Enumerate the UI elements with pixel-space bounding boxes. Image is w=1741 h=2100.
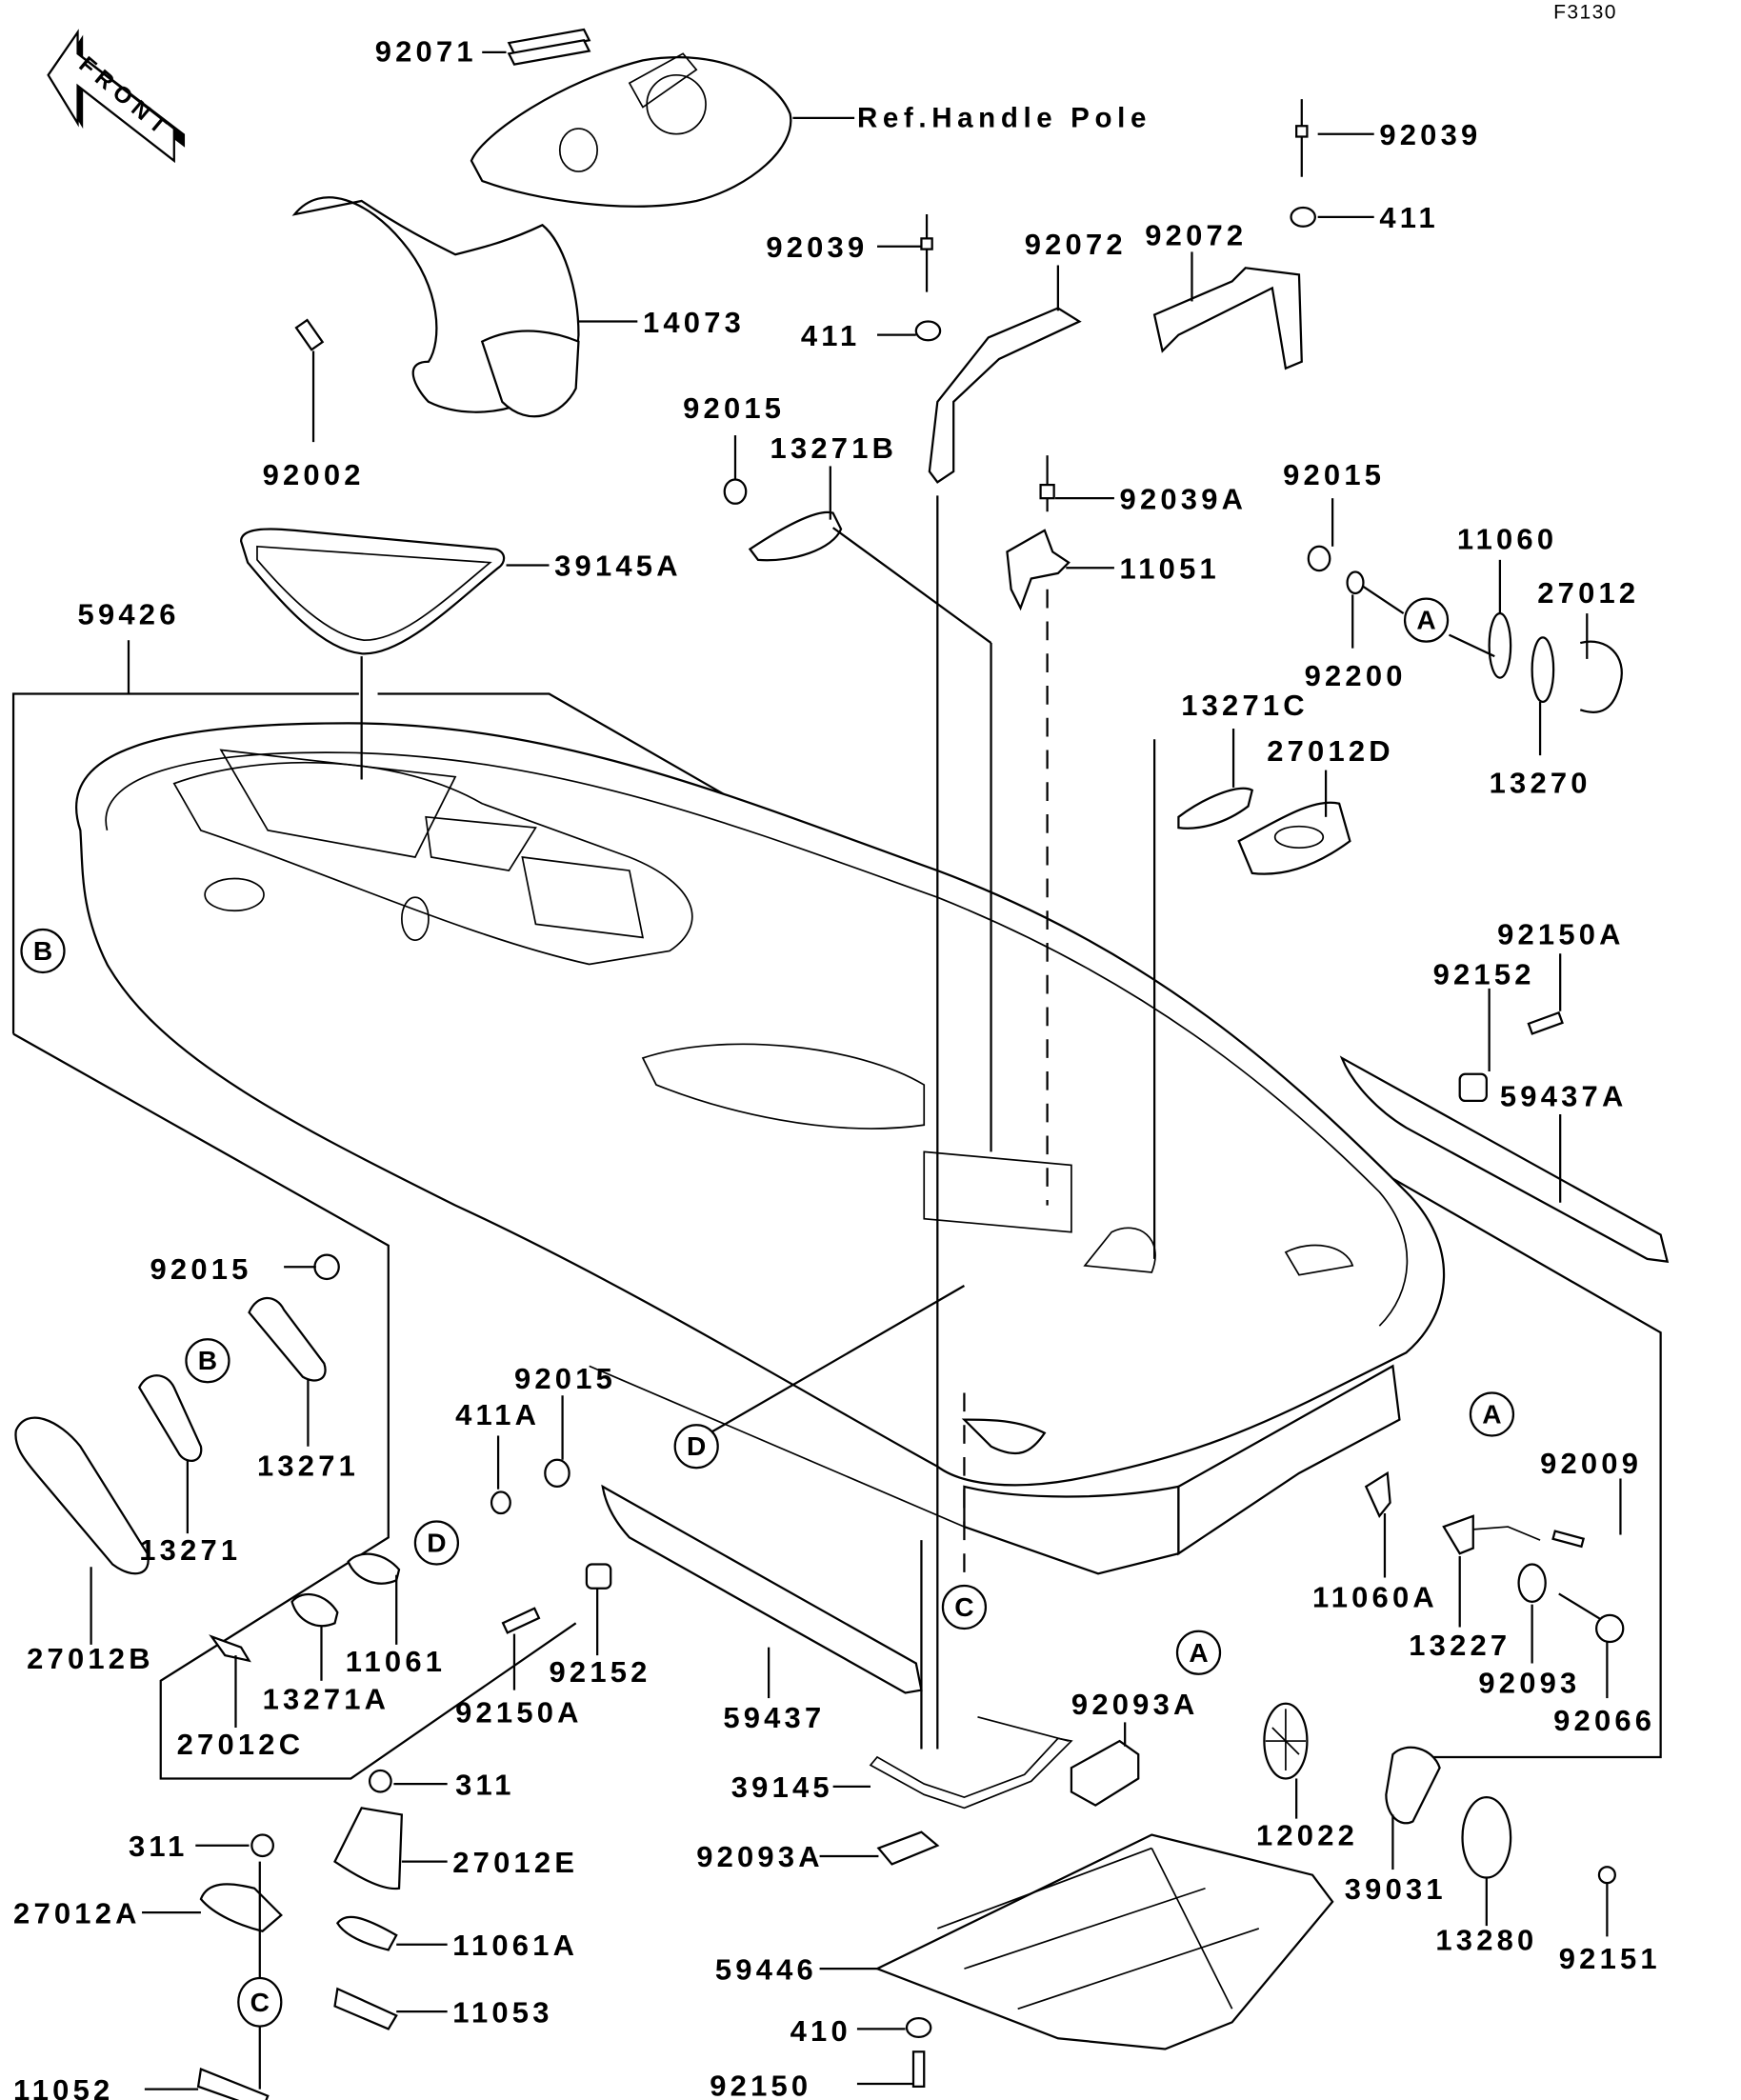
hardware (14, 99, 1670, 2100)
leader-lines (90, 50, 1622, 2090)
svg-text:A: A (1482, 1399, 1501, 1429)
part-label-27012B: 27012B (27, 1642, 154, 1675)
callout-c-bottom-left: C (237, 1976, 283, 2028)
part-label-92015: 92015 (150, 1252, 251, 1286)
part-label-92152: 92152 (1433, 958, 1535, 991)
svg-text:A: A (1416, 606, 1435, 635)
part-label-12022: 12022 (1256, 1819, 1358, 1852)
part-label-311: 311 (455, 1768, 515, 1801)
callout-b-left: B (185, 1338, 230, 1384)
part-label-92066: 92066 (1553, 1704, 1655, 1737)
part-label-411A: 411A (455, 1398, 540, 1431)
callout-a-bottom: A (1175, 1630, 1222, 1675)
part-label-411: 411 (1379, 201, 1439, 234)
part-label-92150: 92150 (710, 2070, 811, 2100)
reference-note-handle-pole: Ref.Handle Pole (857, 103, 1151, 134)
part-label-92150A: 92150A (1497, 917, 1625, 950)
part-label-92093: 92093 (1478, 1666, 1580, 1699)
svg-text:A: A (1189, 1638, 1208, 1668)
part-label-13280: 13280 (1435, 1923, 1537, 1956)
part-label-92200: 92200 (1305, 659, 1407, 692)
part-label-27012C: 27012C (177, 1728, 305, 1761)
part-label-92151: 92151 (1559, 1942, 1661, 1975)
callout-a-right: A (1469, 1391, 1515, 1437)
part-labels: 92071 14073 92002 92039 92039 92072 92072 411 41… (13, 35, 1661, 2100)
part-label-13271: 13271 (257, 1450, 359, 1483)
part-label-92150A: 92150A (455, 1695, 583, 1729)
front-arrow-icon: FRONT (47, 29, 186, 164)
part-label-92015: 92015 (683, 391, 785, 425)
cover-14073 (291, 196, 580, 418)
part-label-92002: 92002 (263, 458, 365, 491)
part-label-92009: 92009 (1540, 1447, 1642, 1480)
part-label-11060: 11060 (1457, 523, 1557, 556)
part-label-92071: 92071 (375, 35, 477, 69)
part-label-92015: 92015 (1283, 458, 1385, 491)
part-label-27012D: 27012D (1267, 734, 1394, 768)
svg-text:D: D (687, 1431, 706, 1461)
part-label-411: 411 (801, 319, 861, 352)
part-label-311: 311 (129, 1830, 189, 1863)
part-label-14073: 14073 (643, 306, 745, 339)
part-label-13271A: 13271A (263, 1682, 390, 1715)
part-label-92072: 92072 (1025, 228, 1127, 261)
part-label-92039A: 92039A (1120, 482, 1248, 515)
svg-text:C: C (250, 1988, 270, 2017)
part-label-13270: 13270 (1490, 767, 1591, 800)
part-label-59446: 59446 (715, 1952, 817, 1986)
hull-59426 (74, 722, 1446, 1575)
part-label-410: 410 (790, 2014, 851, 2048)
callout-c-center: C (941, 1584, 988, 1630)
part-label-59426: 59426 (78, 597, 180, 630)
part-label-92039: 92039 (766, 230, 868, 264)
part-label-27012: 27012 (1537, 576, 1639, 610)
callout-b-hull: B (20, 928, 66, 974)
callout-d-left: D (413, 1520, 460, 1566)
part-label-92039: 92039 (1379, 118, 1481, 151)
part-label-92072: 92072 (1145, 218, 1247, 251)
part-label-59437: 59437 (723, 1701, 825, 1734)
figure-id: F3130 (1553, 2, 1617, 24)
part-label-27012A: 27012A (13, 1896, 141, 1930)
callouts: A A A B B C C D D (20, 597, 1515, 2028)
grip-92071 (507, 28, 591, 66)
hull-group-outline (11, 640, 1662, 1780)
part-label-11053: 11053 (452, 1995, 552, 2029)
part-label-39031: 39031 (1345, 1872, 1447, 1906)
part-label-11061: 11061 (346, 1645, 446, 1678)
callout-d-center: D (673, 1424, 719, 1470)
handle-pole-base (470, 52, 792, 208)
part-label-11061A: 11061A (452, 1929, 578, 1962)
part-label-92093A: 92093A (1071, 1688, 1199, 1721)
svg-text:B: B (33, 936, 52, 966)
part-label-39145A: 39145A (554, 550, 682, 583)
part-label-27012E: 27012E (452, 1846, 578, 1879)
callout-a-top: A (1403, 597, 1450, 643)
part-label-11051: 11051 (1120, 552, 1220, 586)
part-label-59437A: 59437A (1500, 1080, 1628, 1113)
part-label-92093A: 92093A (696, 1840, 824, 1873)
part-label-13271C: 13271C (1181, 689, 1309, 722)
part-label-11052: 11052 (13, 2073, 113, 2100)
part-label-92152: 92152 (550, 1655, 651, 1689)
part-label-13271B: 13271B (770, 431, 898, 465)
front-label: FRONT (74, 51, 176, 143)
part-label-11060A: 11060A (1312, 1580, 1438, 1613)
part-label-13227: 13227 (1409, 1629, 1511, 1662)
svg-text:B: B (198, 1346, 217, 1375)
part-label-13271: 13271 (139, 1533, 241, 1567)
part-label-39145: 39145 (731, 1770, 833, 1804)
svg-text:C: C (954, 1592, 973, 1622)
svg-text:D: D (427, 1528, 446, 1557)
part-label-92015: 92015 (514, 1362, 616, 1395)
